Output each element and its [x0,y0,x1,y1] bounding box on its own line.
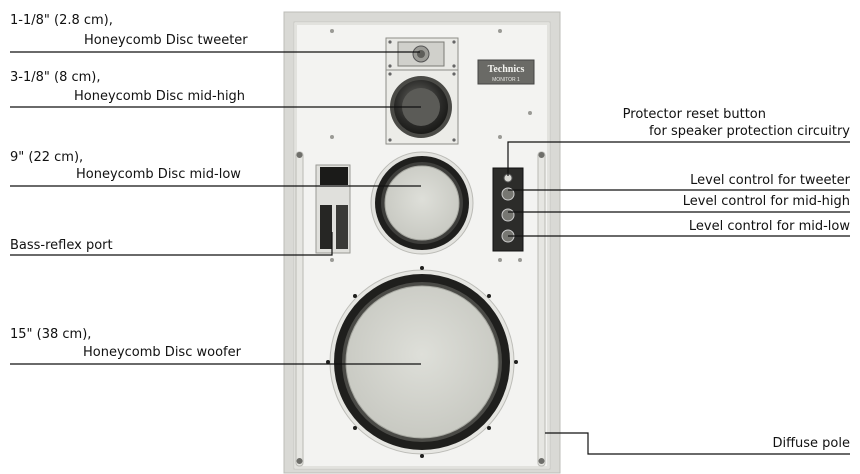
woofer-name-label: Honeycomb Disc woofer [83,345,241,360]
protector-label-2: for speaker protection circuitry [648,124,850,139]
woofer-unit [326,266,518,458]
midlow-name-label: Honeycomb Disc mid-low [76,167,241,182]
tweeter-name-label: Honeycomb Disc tweeter [84,33,248,48]
bass-reflex-port [315,164,351,254]
midhigh-size-label: 3-1/8" (8 cm), [10,70,101,85]
level-tweeter-label: Level control for tweeter [690,173,850,188]
diffuse-poles [295,151,546,467]
midlow-unit [370,151,474,255]
leader-lines [10,51,850,455]
woofer-size-label: 15" (38 cm), [10,327,92,342]
brand-badge: Technics MONITOR 1 [477,59,535,85]
midlow-size-label: 9" (22 cm), [10,150,84,165]
badge-brand: Technics [488,64,525,75]
midhigh-name-label: Honeycomb Disc mid-high [74,89,246,104]
leader-port [10,232,333,256]
leader-diffuse-pole [545,432,850,455]
tweeter-size-label: 1-1/8" (2.8 cm), [10,13,113,28]
level-knob-tweeter [501,187,515,201]
level-midhigh-label: Level control for mid-high [682,194,850,209]
level-control-panel [492,167,524,252]
diffuse-pole-label: Diffuse pole [772,436,850,451]
protector-label-1: Protector reset button [622,107,766,122]
baffle-screws [330,29,532,262]
level-midlow-label: Level control for mid-low [688,219,850,234]
tweeter-unit [385,37,459,71]
badge-model: MONITOR 1 [492,77,520,83]
port-label: Bass-reflex port [10,238,113,253]
level-knob-midhigh [501,208,515,222]
leader-protector [507,141,850,176]
